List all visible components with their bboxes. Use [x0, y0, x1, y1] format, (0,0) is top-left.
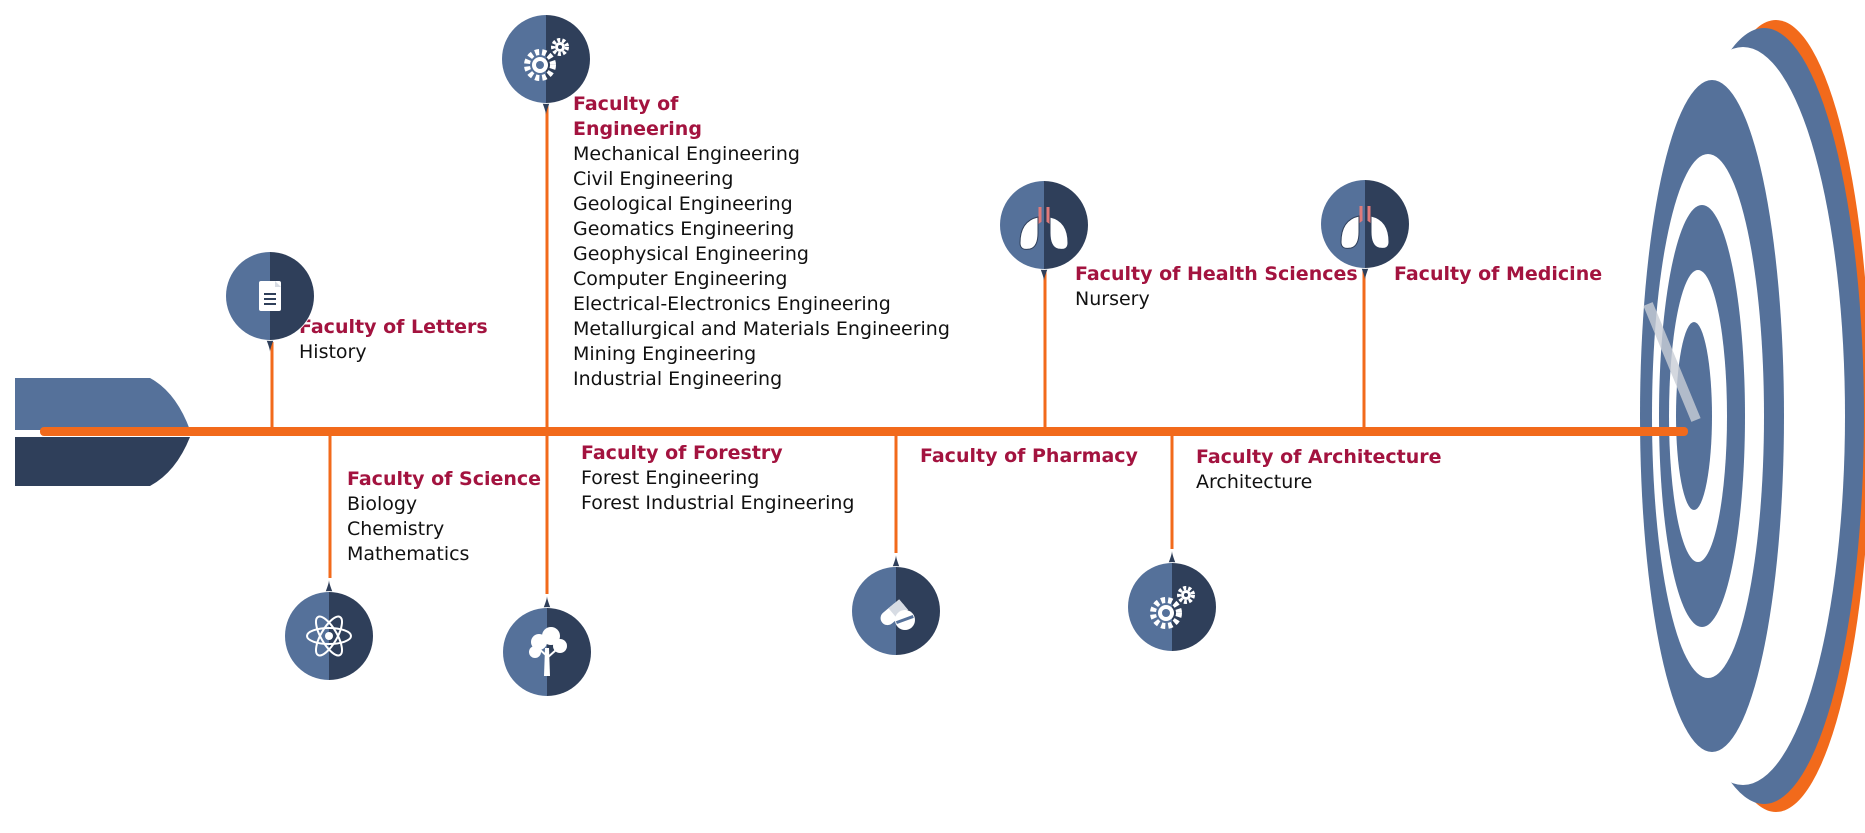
- department-item: Industrial Engineering: [573, 368, 783, 390]
- document-icon: [259, 281, 281, 311]
- arrow-shaft: [40, 427, 1688, 436]
- tree-icon: [529, 627, 567, 676]
- faculty-medicine: Faculty of Medicine: [1394, 262, 1602, 287]
- gears-icon: [1150, 586, 1195, 629]
- faculty-title: Faculty of Letters: [299, 316, 488, 338]
- pills-icon: [880, 599, 915, 630]
- lungs-icon: [1340, 206, 1390, 249]
- faculty-title: Faculty of Science: [347, 468, 542, 490]
- department-item: Mathematics: [347, 543, 470, 565]
- pin-letters: [220, 240, 320, 356]
- arrow-fletching: [15, 378, 190, 486]
- faculty-title: Faculty of: [573, 93, 679, 115]
- department-item: Chemistry: [347, 518, 445, 540]
- pin-engineering: [496, 3, 596, 119]
- faculty-title: Faculty of Pharmacy: [920, 445, 1138, 467]
- department-item: Forest Engineering: [581, 467, 760, 489]
- atom-icon: [306, 615, 352, 657]
- pin-architecture: [1122, 551, 1222, 667]
- department-item: Electrical-Electronics Engineering: [573, 293, 891, 315]
- faculty-title: Faculty of Forestry: [581, 442, 783, 464]
- pin-science: [279, 580, 379, 696]
- department-item: Metallurgical and Materials Engineering: [573, 318, 950, 340]
- target-icon: [1640, 20, 1865, 812]
- department-item: History: [299, 341, 367, 363]
- department-item: Computer Engineering: [573, 268, 788, 290]
- faculty-title: Engineering: [573, 118, 702, 140]
- department-item: Geological Engineering: [573, 193, 793, 215]
- department-item: Biology: [347, 493, 418, 515]
- faculty-pharmacy: Faculty of Pharmacy: [920, 444, 1138, 469]
- department-item: Forest Industrial Engineering: [581, 492, 855, 514]
- faculty-title: Faculty of Medicine: [1394, 263, 1603, 285]
- connector-lines: [270, 105, 1366, 594]
- department-item: Civil Engineering: [573, 168, 734, 190]
- pin-pharmacy: [846, 555, 946, 671]
- department-item: Geophysical Engineering: [573, 243, 809, 265]
- faculty-title: Faculty of Health Sciences: [1075, 263, 1358, 285]
- pin-forestry: [497, 596, 597, 712]
- pin-health: [994, 169, 1094, 285]
- lungs-icon: [1019, 207, 1069, 250]
- department-item: Nursery: [1075, 288, 1150, 310]
- department-item: Architecture: [1196, 471, 1313, 493]
- pin-medicine: [1315, 168, 1415, 284]
- department-item: Geomatics Engineering: [573, 218, 795, 240]
- department-item: Mechanical Engineering: [573, 143, 800, 165]
- faculty-title: Faculty of Architecture: [1196, 446, 1442, 468]
- gears-icon: [524, 38, 569, 81]
- department-item: Mining Engineering: [573, 343, 757, 365]
